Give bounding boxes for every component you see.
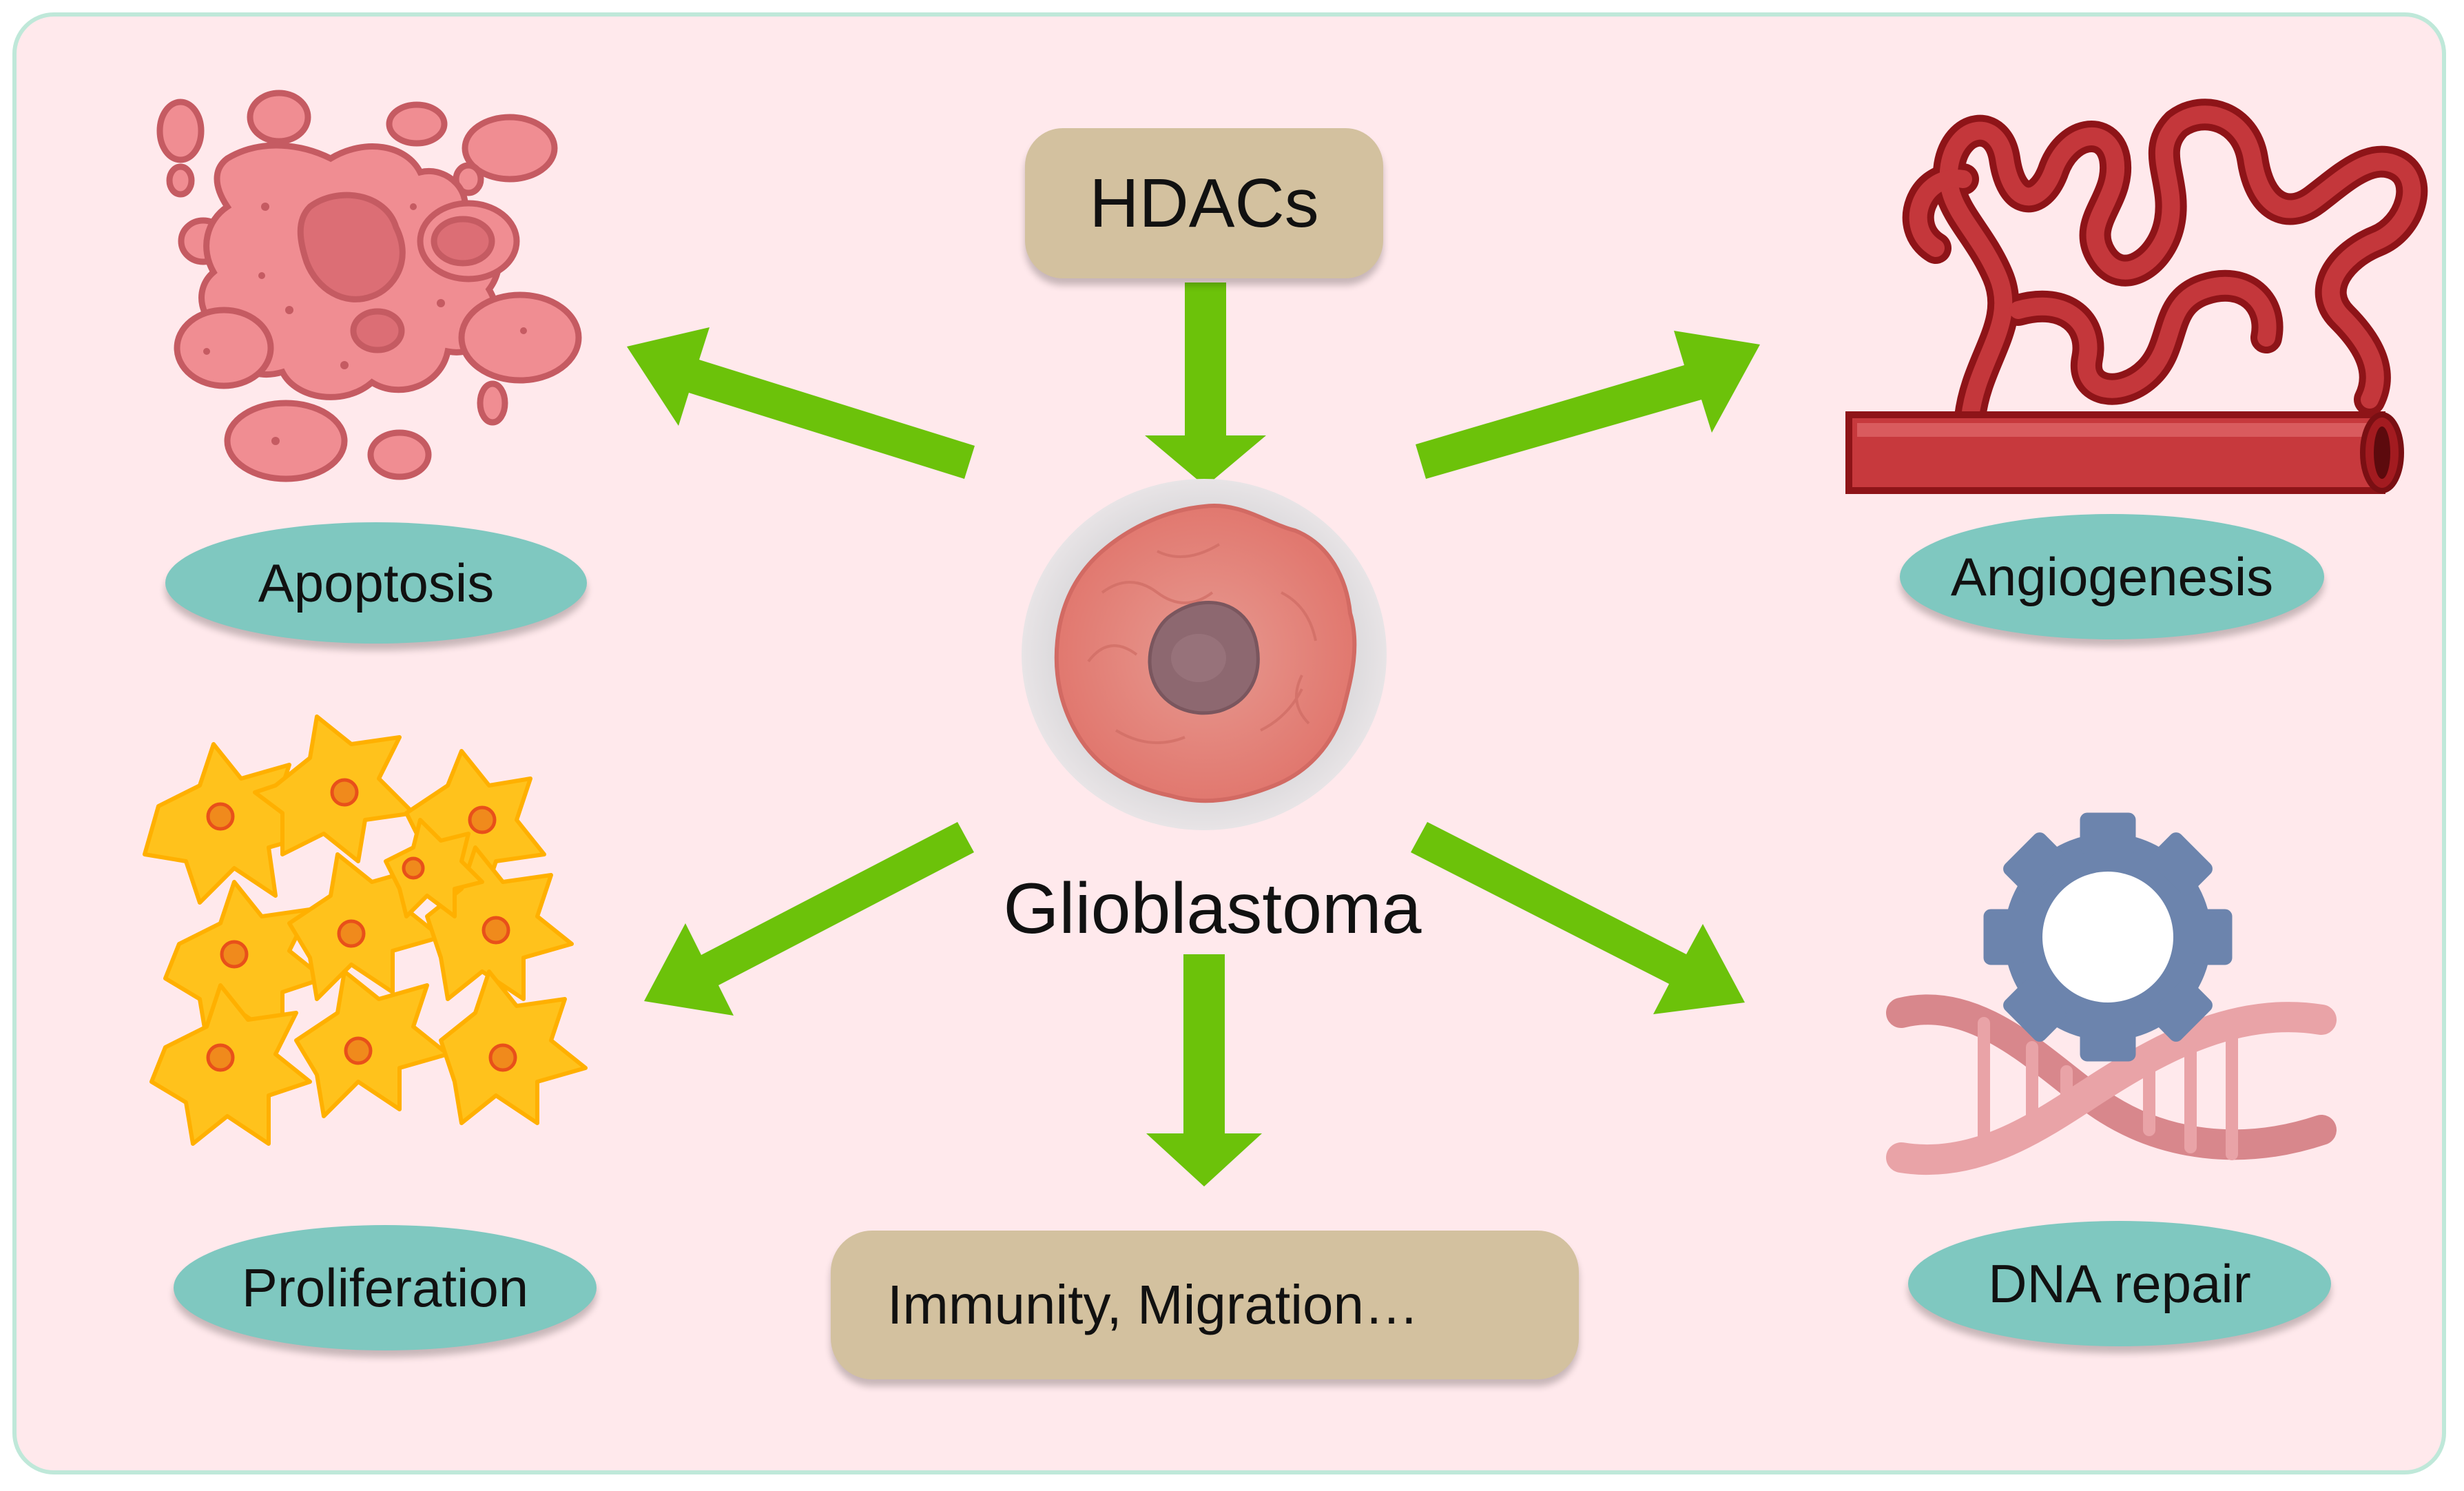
arrow-to-apoptosis <box>627 327 975 479</box>
arrow-to-angiogenesis <box>1416 331 1760 479</box>
hdacs-box: HDACs <box>1025 128 1383 278</box>
immunity-migration-box: Immunity, Migration… <box>831 1231 1579 1379</box>
glioblastoma-label: Glioblastoma <box>1003 869 1422 949</box>
dna-repair-ellipse: DNA repair <box>1908 1221 2331 1346</box>
arrow-hdacs-to-glioblastoma <box>1145 282 1266 486</box>
apoptosis-cells-icon <box>156 90 582 482</box>
dna-helix-icon <box>1886 994 2337 1175</box>
arrow-to-proliferation <box>644 822 974 1016</box>
arrow-to-dna-repair <box>1411 822 1745 1014</box>
blood-vessel-icon <box>1845 99 2428 494</box>
proliferation-label: Proliferation <box>241 1257 529 1318</box>
proliferating-cells-icon <box>143 714 588 1146</box>
dna-repair-label: DNA repair <box>1988 1253 2251 1314</box>
angiogenesis-label: Angiogenesis <box>1950 546 2274 607</box>
arrow-to-immunity-migration <box>1146 954 1262 1186</box>
angiogenesis-ellipse: Angiogenesis <box>1900 514 2324 639</box>
proliferation-ellipse: Proliferation <box>174 1225 597 1350</box>
gear-icon <box>1983 812 2233 1062</box>
apoptosis-label: Apoptosis <box>258 552 495 613</box>
apoptosis-ellipse: Apoptosis <box>165 522 587 644</box>
tumor-cell-icon <box>1022 479 1387 830</box>
immunity-migration-label: Immunity, Migration… <box>887 1274 1420 1335</box>
hdacs-label: HDACs <box>1089 164 1319 242</box>
